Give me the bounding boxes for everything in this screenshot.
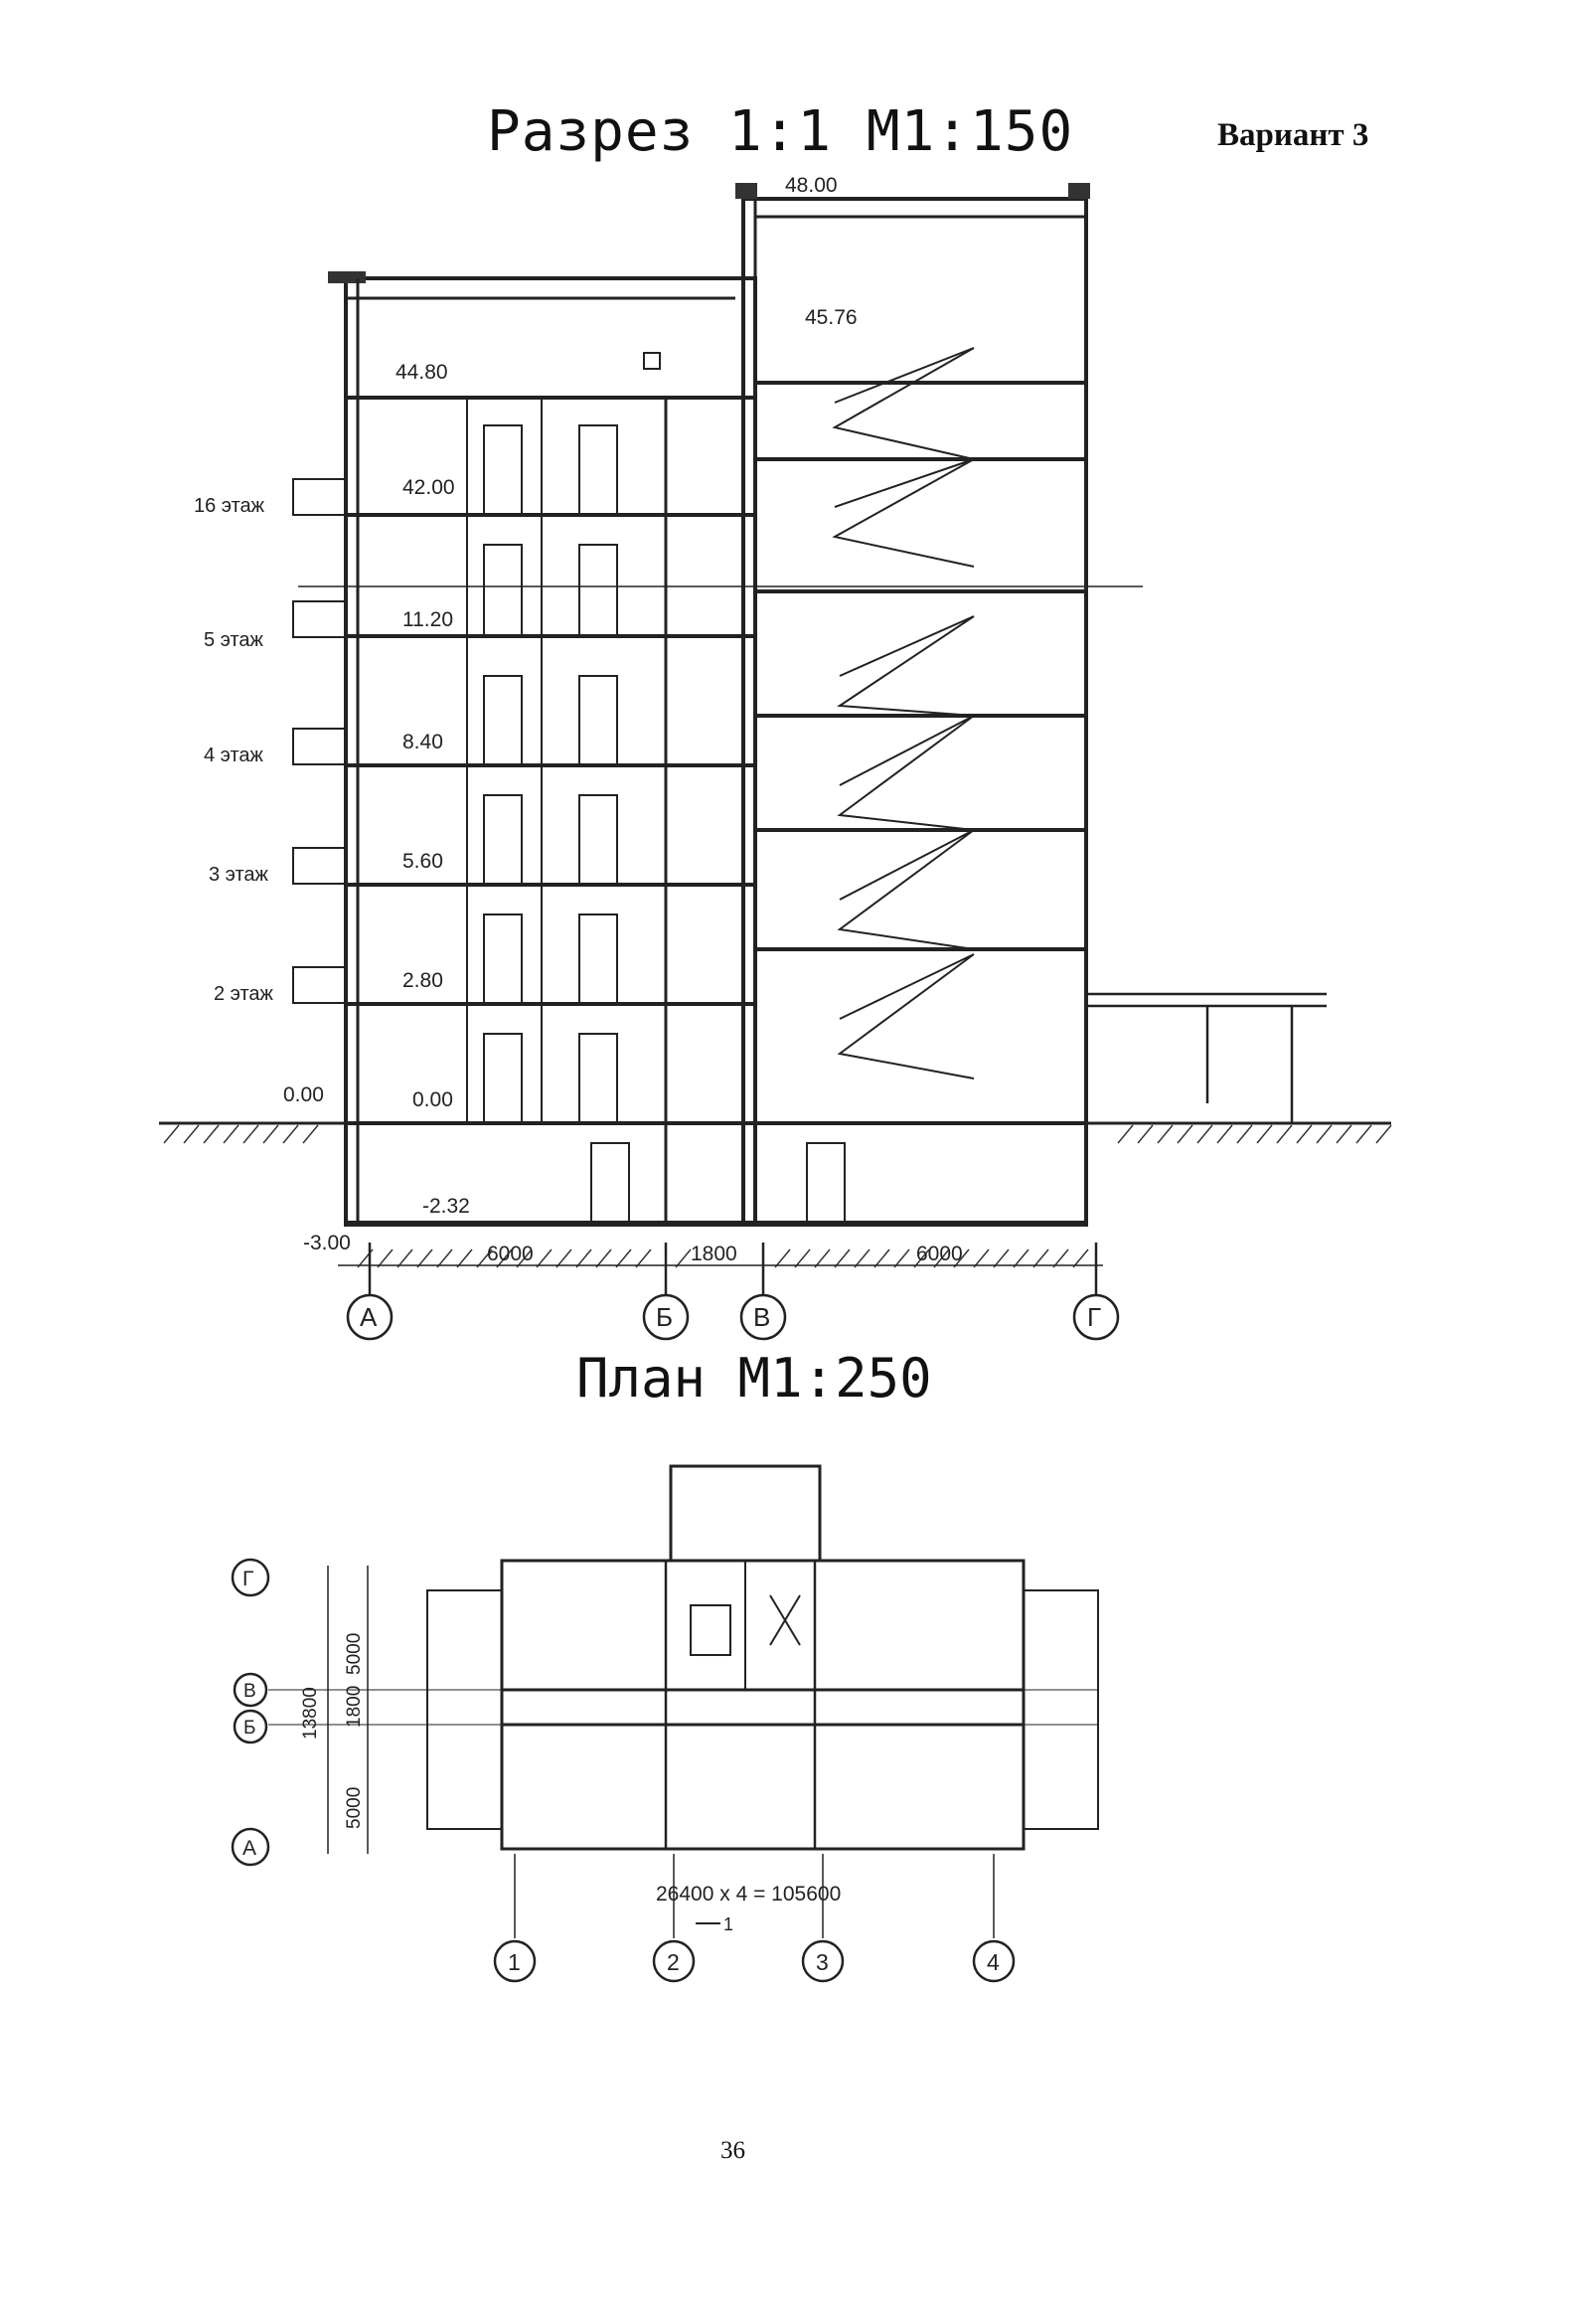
section-labels: 48.00 45.76 44.80 42.00 11.20 8.40 5.60 … (194, 174, 1101, 1332)
page-number: 36 (720, 2137, 745, 2164)
plan-col-axis-3 (801, 1939, 845, 1983)
plan-col-axis-4 (972, 1939, 1016, 1983)
plan-outline (500, 1559, 1026, 1851)
plan-title: План М1:250 (576, 1347, 932, 1410)
elev-stair-top: 45.76 (805, 306, 858, 329)
elev-roof-top: 48.00 (785, 174, 838, 197)
elev-ground: 0.00 (283, 1083, 324, 1106)
plan-stair-block (669, 1464, 822, 1563)
elev-42-00: 42.00 (402, 476, 455, 499)
plan-col-axis-1 (493, 1939, 537, 1983)
plan-col-label-3: 3 (816, 1949, 829, 1975)
plan-col-label-4: 4 (987, 1949, 1000, 1975)
plan-row-label-b: Б (243, 1718, 255, 1739)
parapet-left (735, 183, 757, 199)
plan-drawing (231, 1464, 1099, 1983)
plan-dim-total: 13800 (300, 1687, 321, 1740)
elev-2-80: 2.80 (402, 969, 443, 992)
floor-label-4: 4 этаж (204, 745, 264, 766)
axis-g-label: Г (1087, 1302, 1101, 1332)
elev-11-20: 11.20 (402, 608, 453, 631)
dim-6000-left: 6000 (487, 1243, 534, 1265)
plan-row-axis-a (231, 1827, 270, 1867)
variant-label: Вариант 3 (1217, 117, 1369, 153)
plan-dim-top-bay: 5000 (344, 1633, 365, 1675)
elev-basement: -2.32 (422, 1195, 470, 1218)
dim-1800: 1800 (691, 1243, 737, 1265)
floor-label-2: 2 этаж (214, 983, 274, 1005)
plan-stair (690, 1604, 731, 1656)
plan-cut-mark: 1 (723, 1914, 733, 1934)
floor-label-3: 3 этаж (209, 864, 269, 886)
parapet-lower (328, 271, 366, 283)
ground-hatch (163, 1124, 1392, 1268)
plan-row-axis-g (231, 1558, 270, 1597)
axis-b-label: Б (656, 1302, 673, 1332)
stair-flights (832, 347, 975, 1079)
plan-elevator-x2 (769, 1594, 801, 1646)
section-drawing (159, 183, 1392, 1341)
dim-6000-right: 6000 (916, 1243, 963, 1265)
plan-col-label-2: 2 (667, 1949, 680, 1975)
balconies (292, 478, 346, 1004)
parapet-right (1068, 183, 1090, 199)
elev-5-60: 5.60 (402, 850, 443, 873)
section-title: Разрез 1:1 М1:150 (487, 99, 1074, 164)
plan-labels: 13800 5000 1800 5000 26400 x 4 = 105600 … (242, 1568, 1000, 1975)
plan-left-wing (426, 1589, 503, 1830)
plan-row-axis-b (233, 1709, 268, 1744)
plan-col-axis-2 (652, 1939, 696, 1983)
plan-bottom-dimension: 26400 x 4 = 105600 (656, 1883, 841, 1906)
plan-row-label-a: А (242, 1837, 256, 1860)
plan-row-axis-v (233, 1672, 268, 1708)
elev-0-00: 0.00 (412, 1088, 453, 1111)
section-axes (346, 1243, 1120, 1341)
plan-dim-bottom-bay: 5000 (344, 1787, 365, 1829)
floor-label-5: 5 этаж (204, 629, 264, 651)
floor-label-16: 16 этаж (194, 495, 265, 517)
plan-row-label-v: В (243, 1681, 256, 1702)
axis-a-label: А (360, 1302, 378, 1332)
elev-8-40: 8.40 (402, 731, 443, 753)
elev-44-80: 44.80 (396, 361, 448, 384)
annex (1086, 992, 1327, 1123)
plan-dim-middle-bay: 1800 (344, 1686, 365, 1728)
plan-col-label-1: 1 (508, 1949, 521, 1975)
vent-opening (643, 352, 661, 370)
doors (483, 424, 846, 1224)
plan-right-wing (1023, 1589, 1099, 1830)
axis-v-label: В (753, 1302, 770, 1332)
elev-foundation: -3.00 (303, 1232, 351, 1254)
plan-row-label-g: Г (242, 1568, 253, 1590)
floor-slabs (346, 381, 1086, 1225)
